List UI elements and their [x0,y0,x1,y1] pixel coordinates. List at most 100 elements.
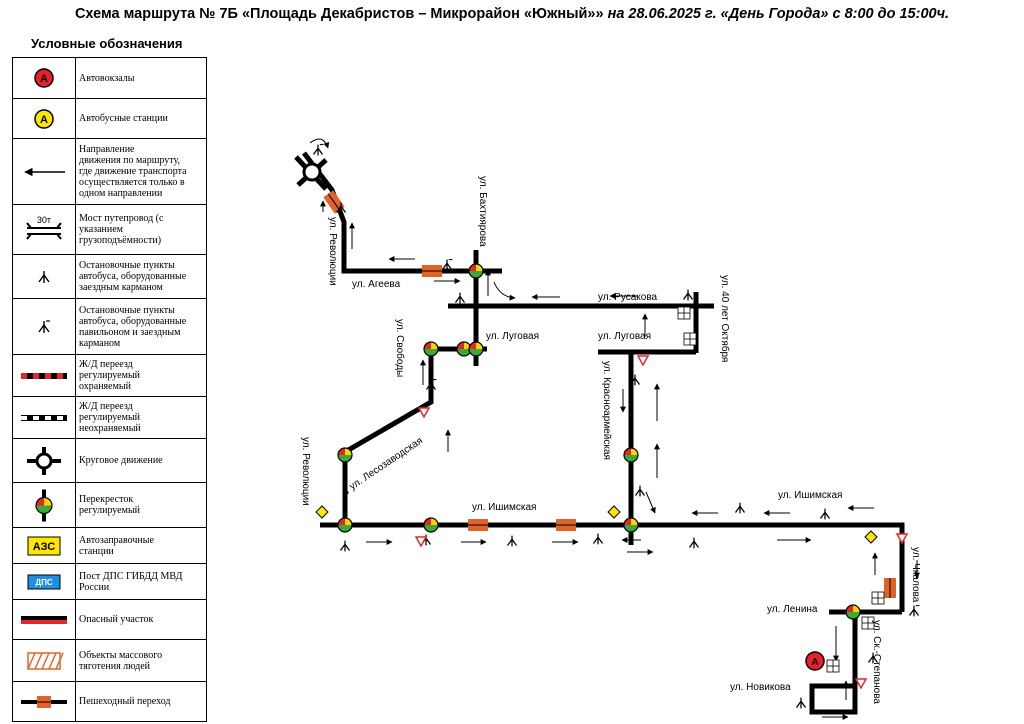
title-details: на 28.06.2025 г. «День Города» с 8:00 до… [607,6,950,22]
pedestrian-crossings [323,190,896,598]
legend-label: Круговое движение [79,455,163,466]
street-label: ул. Луговая [486,331,539,342]
legend-row: Объекты массового тяготения людей [13,639,206,681]
bus-stop-pocket-icon [688,537,700,549]
legend-label: Остановочные пункты автобуса, оборудован… [79,260,187,293]
bus-stop-pavilion-icon [425,379,437,391]
street-label: ул. Ск.-Степанова [871,620,882,704]
bus-stop-pocket-icon [335,202,347,214]
traffic-light-icon [423,341,439,357]
legend-symbol: А [34,68,54,88]
legend-symbol [38,320,50,333]
legend-row: Ж/Д переезд регулируемый охраняемый [13,354,206,396]
warning-triangle-icon [895,533,909,545]
bus-stop-pavilion-icon [13,299,76,354]
pedestrian-crossing-icon [13,682,76,721]
pedestrian-crossing-icon [884,578,896,598]
bus-stop-pocket-icon [634,485,646,497]
traffic-light-icon [337,447,353,463]
road-revolyutsii-ageeva [302,151,452,274]
pedestrian-crossing-icon [556,519,576,531]
traffic-light-icon [13,483,76,527]
bus-stop-pocket-icon [454,292,466,304]
traffic-light-icon [468,263,484,279]
legend-row: Направление движения по маршруту, где дв… [13,138,206,204]
legend-symbol: 30т [26,215,62,240]
bus-stop-pavilion-icon [908,605,920,617]
legend-label: Опасный участок [79,614,154,625]
building-icon [861,616,875,630]
gas-station-icon: АЗС [13,528,76,563]
street-label: ул. 40 лет Октября [719,275,731,362]
legend-label: Перекресток регулируемый [79,494,141,516]
bus-stop-pocket-icon [682,289,694,301]
bus-stops [312,144,920,709]
bus-terminal-icon: А [805,651,825,671]
bus-stop-pavilion-icon [312,144,324,156]
svg-text:А: А [40,114,48,126]
legend-symbol [27,447,61,475]
bus-station-icon: А [13,99,76,138]
map-symbols: А [294,138,909,690]
legend-symbol: А [34,109,54,129]
roundabout-icon [13,439,76,482]
bus-stop-pocket-icon [795,697,807,709]
road-ishimskaya-chkalova [320,522,905,612]
legend-row: Опасный участок [13,599,206,639]
legend-label: Пешеходный переход [79,696,171,707]
dangerous-section-icon [13,600,76,639]
street-label: ул. Свободы [394,319,406,377]
svg-text:АЗС: АЗС [33,541,56,553]
legend-label: Пост ДПС ГИБДД МВД России [79,570,183,593]
street-label: ул. Ишимская [472,502,536,513]
direction-arrow-icon [13,139,76,204]
legend-row: ДПС Пост ДПС ГИБДД МВД России [13,563,206,599]
legend-symbol: АЗС [27,536,61,556]
legend-row: Круговое движение [13,438,206,482]
svg-text:А: А [811,657,818,668]
svg-text:30т: 30т [37,215,51,225]
bus-stop-pocket-icon [819,508,831,520]
street-label: ул. Бахтиярова [477,176,488,247]
building-icon [871,591,885,605]
traffic-lights [337,263,861,620]
legend-symbol [21,373,67,379]
legend-label: Объекты массового тяготения людей [79,649,163,672]
priority-road-sign-icon [864,530,878,544]
title-main: Схема маршрута № 7Б «Площадь Декабристов… [74,6,604,22]
legend-row: Остановочные пункты автобуса, оборудован… [13,254,206,298]
legend-label: Направление движения по маршруту, где дв… [79,144,187,199]
street-label: ул. Новикова [730,682,791,693]
warning-triangle-icon [417,407,431,419]
building-icon [683,332,697,346]
legend-row: Пешеходный переход [13,681,206,721]
building-icon [677,306,691,320]
priority-road-sign-icon [607,505,621,519]
street-label: ул. Красноармейская [601,361,612,460]
legend-row: Остановочные пункты автобуса, оборудован… [13,298,206,354]
legend-symbol [38,271,50,283]
map-title: Схема маршрута № 7Б «Площадь Декабристов… [0,6,1024,22]
legend-label: Остановочные пункты автобуса, оборудован… [79,304,187,349]
roundabout-icon [302,162,322,182]
legend-label: Ж/Д переезд регулируемый охраняемый [79,359,141,392]
bus-stop-pocket-icon [734,502,746,514]
bus-stop-pavilion-icon [441,259,453,271]
legend-label: Автобусные станции [79,113,168,124]
legend-heading: Условные обозначения [31,36,183,51]
traffic-light-icon [468,341,484,357]
street-label: ул. Чкалова [910,547,921,603]
street-label: ул. Ишимская [778,490,842,501]
road-svobody-lesozavodskaya [342,345,434,525]
road-sk-stepanova-novikova [809,612,858,715]
traffic-light-icon [623,447,639,463]
direction-arrow-icon [645,491,656,514]
legend-symbol: ДПС [27,574,61,590]
street-label: ул. Луговая [598,331,651,342]
bus-stop-pocket-icon [867,652,879,664]
legend-symbol [27,652,64,670]
